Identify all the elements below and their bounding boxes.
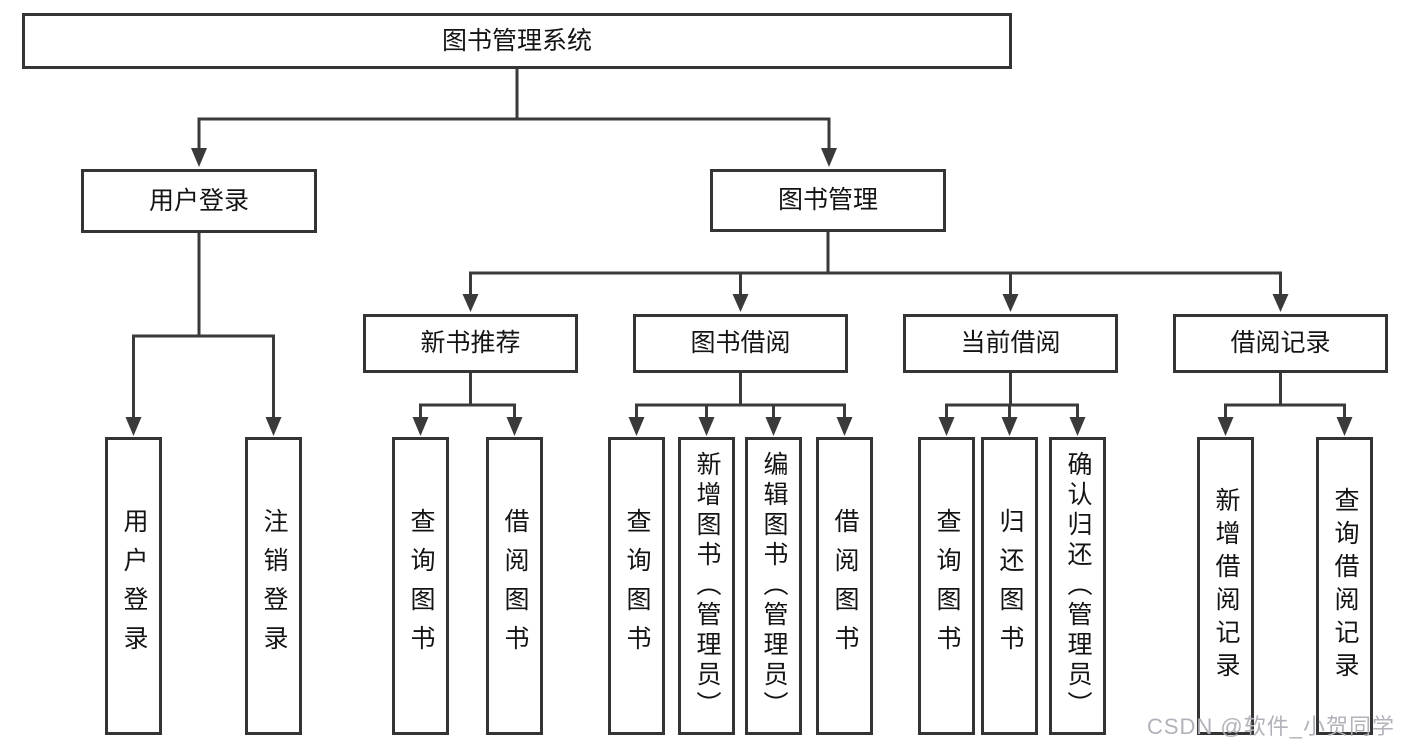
leaf-query-books-recommend: 查询图书 xyxy=(392,437,449,735)
node-label: 借阅图书 xyxy=(501,508,529,664)
arrowhead xyxy=(412,417,429,436)
arrowhead xyxy=(1001,417,1018,436)
arrowhead xyxy=(191,148,207,167)
arrowhead xyxy=(1336,417,1353,436)
node-label: 编辑图书（管理员） xyxy=(760,451,788,721)
arrowhead xyxy=(506,417,523,436)
node-label: 查询图书 xyxy=(623,508,651,664)
arrowhead xyxy=(938,417,955,436)
node-book-management-branch: 图书管理 xyxy=(710,169,946,232)
node-label: 用户登录 xyxy=(120,508,148,664)
node-label: 查询借阅记录 xyxy=(1331,487,1359,685)
node-label: 新增图书（管理员） xyxy=(693,451,721,721)
arrowhead xyxy=(1002,294,1019,312)
node-label: 确认归还（管理员） xyxy=(1064,451,1092,721)
leaf-add-books-admin: 新增图书（管理员） xyxy=(678,437,735,735)
leaf-user-login: 用户登录 xyxy=(105,437,162,735)
node-borrow-records: 借阅记录 xyxy=(1173,314,1388,373)
arrowhead xyxy=(265,417,282,436)
arrowhead xyxy=(732,294,749,312)
arrowhead xyxy=(821,148,837,167)
node-label: 归还图书 xyxy=(996,508,1024,664)
arrowhead xyxy=(1217,417,1234,436)
arrowhead xyxy=(1069,417,1086,436)
arrowhead xyxy=(698,417,715,436)
node-current-borrowing: 当前借阅 xyxy=(903,314,1118,373)
leaf-borrow-books-recommend: 借阅图书 xyxy=(486,437,543,735)
arrowhead xyxy=(628,417,645,436)
leaf-query-books-current: 查询图书 xyxy=(918,437,975,735)
node-new-book-recommend: 新书推荐 xyxy=(363,314,578,373)
leaf-confirm-return-admin: 确认归还（管理员） xyxy=(1049,437,1106,735)
watermark-text: CSDN @软件_小贺同学 xyxy=(1146,714,1395,739)
arrowhead xyxy=(462,294,479,312)
leaf-edit-books-admin: 编辑图书（管理员） xyxy=(745,437,802,735)
leaf-return-books: 归还图书 xyxy=(981,437,1038,735)
arrowhead xyxy=(1272,294,1289,312)
node-label: 图书管理 xyxy=(777,186,878,214)
node-label: 借阅记录 xyxy=(1230,329,1331,357)
node-label: 查询图书 xyxy=(933,508,961,664)
node-label: 新书推荐 xyxy=(420,329,521,357)
leaf-add-borrow-record: 新增借阅记录 xyxy=(1197,437,1254,735)
node-label: 借阅图书 xyxy=(831,508,859,664)
node-label: 当前借阅 xyxy=(960,329,1061,357)
leaf-logout: 注销登录 xyxy=(245,437,302,735)
node-label: 新增借阅记录 xyxy=(1212,487,1240,685)
node-label: 图书借阅 xyxy=(690,329,791,357)
node-label: 查询图书 xyxy=(407,508,435,664)
arrowhead xyxy=(125,417,142,436)
node-user-login-branch: 用户登录 xyxy=(81,169,317,233)
arrowhead xyxy=(836,417,853,436)
node-library-system: 图书管理系统 xyxy=(22,13,1012,69)
node-label: 注销登录 xyxy=(260,508,288,664)
leaf-query-books-borrowing: 查询图书 xyxy=(608,437,665,735)
node-book-borrowing: 图书借阅 xyxy=(633,314,848,373)
node-label: 用户登录 xyxy=(148,186,249,215)
node-label: 图书管理系统 xyxy=(441,26,592,55)
leaf-query-borrow-record: 查询借阅记录 xyxy=(1316,437,1373,735)
leaf-borrow-books: 借阅图书 xyxy=(816,437,873,735)
arrowhead xyxy=(765,417,782,436)
